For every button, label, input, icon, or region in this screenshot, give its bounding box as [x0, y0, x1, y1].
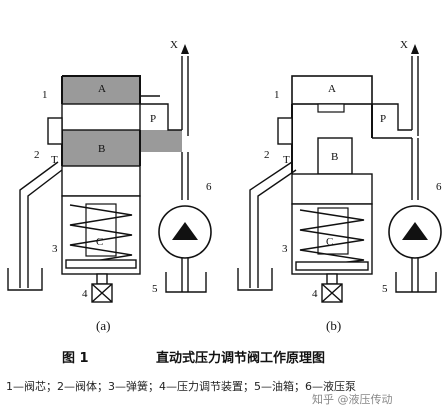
b-label-T: T [283, 154, 290, 166]
b-label-A: A [328, 83, 336, 95]
caption-b: (b) [326, 318, 341, 333]
a-label-C: C [96, 236, 103, 248]
b-num-3: 3 [282, 243, 288, 255]
spool-a [61, 103, 141, 131]
a-num-3: 3 [52, 243, 58, 255]
caption-a: (a) [96, 318, 110, 333]
b-num-2: 2 [264, 149, 270, 161]
a-label-B: B [98, 143, 105, 155]
chamber-b-shaded [62, 130, 140, 166]
a-label-T: T [51, 154, 58, 166]
a-label-X: X [170, 39, 178, 51]
a-num-5: 5 [152, 283, 158, 295]
figure-title: 直动式压力调节阀工作原理图 [156, 350, 325, 366]
b-label-B: B [331, 151, 338, 163]
b-num-1: 1 [274, 89, 280, 101]
chamber-a-shaded [62, 76, 140, 104]
b-label-C: C [326, 236, 333, 248]
figure-legend: 1—阀芯；2—阀体；3—弹簧；4—压力调节装置；5—油箱；6—液压泵 [6, 379, 356, 393]
a-num-4: 4 [82, 288, 88, 300]
diagram-a [7, 44, 212, 303]
b-label-X: X [400, 39, 408, 51]
b-num-6: 6 [436, 181, 442, 193]
a-num-1: 1 [42, 89, 48, 101]
b-num-5: 5 [382, 283, 388, 295]
watermark: 知乎 @液压传动 [312, 392, 393, 406]
a-num-6: 6 [206, 181, 212, 193]
a-label-P: P [150, 113, 156, 125]
b-num-4: 4 [312, 288, 318, 300]
diagram-b [237, 44, 442, 303]
figure-number: 图 1 [62, 351, 89, 366]
b-label-P: P [380, 113, 386, 125]
a-label-A: A [98, 83, 106, 95]
a-num-2: 2 [34, 149, 40, 161]
